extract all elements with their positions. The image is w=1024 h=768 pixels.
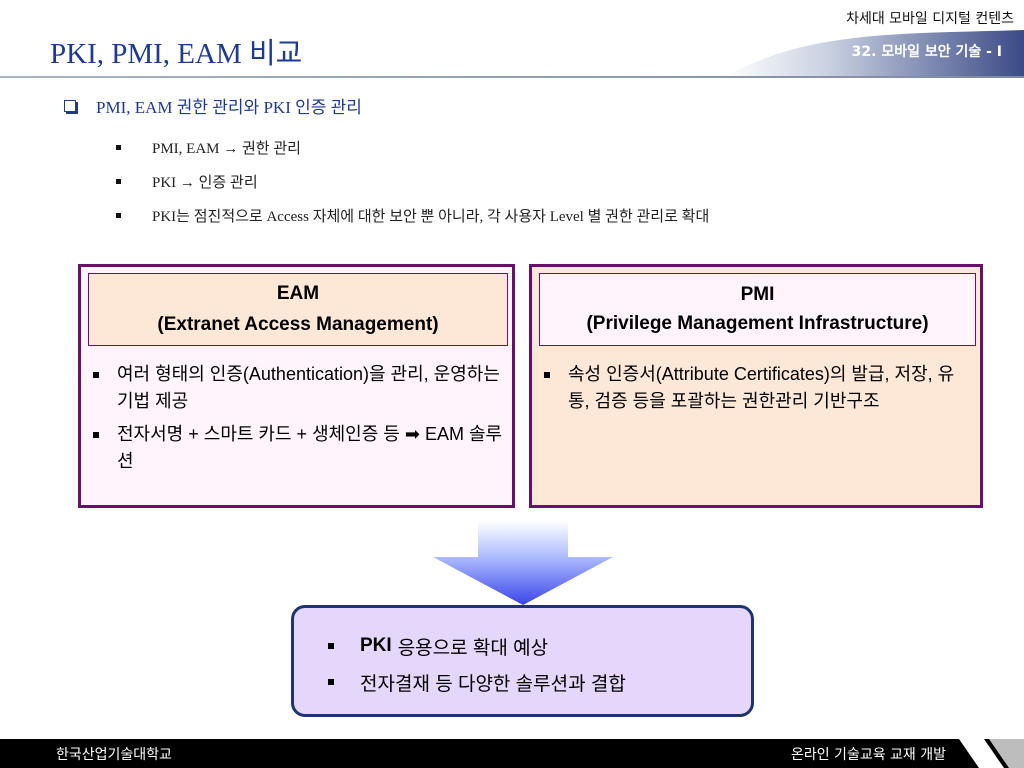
eam-list: 여러 형태의 인증(Authentication)을 관리, 운영하는 기법 제… [89, 361, 504, 481]
list-item: PKI 응용으로 확대 예상 [328, 628, 626, 664]
footer-right-text: 온라인 기술교육 교재 개발 [790, 747, 946, 763]
list-item: 속성 인증서(Attribute Certificates)의 발급, 저장, … [540, 361, 972, 415]
sub-bullet-text: PKI는 점진적으로 Access 자체에 대한 보안 뿐 아니라, 각 사용자… [152, 208, 710, 225]
pmi-box-header: PMI (Privilege Management Infrastructure… [539, 273, 976, 346]
pmi-item-text: 속성 인증서(Attribute Certificates)의 발급, 저장, … [568, 364, 955, 411]
eam-subtitle: (Extranet Access Management) [157, 314, 439, 335]
eam-box-header: EAM (Extranet Access Management) [88, 273, 508, 346]
sub-bullet-text: PMI, EAM → 권한 관리 [152, 140, 301, 157]
list-item: 여러 형태의 인증(Authentication)을 관리, 운영하는 기법 제… [89, 361, 504, 415]
square-bullet-icon [116, 178, 121, 184]
footer-bar: 한국산업기술대학교 온라인 기술교육 교재 개발 [0, 739, 1024, 768]
down-arrow-icon [433, 521, 613, 605]
eam-box: EAM (Extranet Access Management) 여러 형태의 … [78, 264, 515, 508]
result-item-text: 전자결재 등 다양한 솔루션과 결합 [360, 673, 626, 695]
eam-title: EAM [276, 283, 320, 304]
list-item: 전자결재 등 다양한 솔루션과 결합 [328, 664, 626, 700]
pmi-subtitle: (Privilege Management Infrastructure) [586, 313, 929, 334]
square-bullet-icon [328, 679, 334, 685]
square-bullet-icon [328, 643, 334, 649]
footer-stripe-decoration [959, 739, 1024, 768]
square-bullet-icon [116, 212, 121, 218]
list-item: PKI → 인증 관리 [116, 164, 709, 198]
series-title: 차세대 모바일 디지털 컨텐츠 [846, 11, 1014, 27]
square-bullet-icon [93, 372, 99, 378]
header-swoosh-decoration [724, 30, 1024, 78]
eam-item-text: 전자서명 + 스마트 카드 + 생체인증 등 ➡ EAM 솔루션 [117, 424, 503, 471]
page-title: PKI, PMI, EAM 비교 [50, 38, 303, 70]
list-item: 전자서명 + 스마트 카드 + 생체인증 등 ➡ EAM 솔루션 [89, 421, 504, 475]
list-item: PMI, EAM → 권한 관리 [116, 130, 709, 164]
footer-left-text: 한국산업기술대학교 [56, 747, 172, 763]
result-item-bold: PKI [360, 635, 392, 656]
list-item: PKI는 점진적으로 Access 자체에 대한 보안 뿐 아니라, 각 사용자… [116, 198, 709, 232]
result-list: PKI 응용으로 확대 예상 전자결재 등 다양한 솔루션과 결합 [328, 628, 626, 700]
chapter-title: 32. 모바일 보안 기술 - I [851, 44, 1002, 60]
result-item-text: 응용으로 확대 예상 [397, 637, 549, 659]
main-bullet-text: PMI, EAM 권한 관리와 PKI 인증 관리 [96, 98, 362, 117]
main-bullet: PMI, EAM 권한 관리와 PKI 인증 관리 [64, 93, 362, 118]
sub-bullet-list: PMI, EAM → 권한 관리 PKI → 인증 관리 PKI는 점진적으로 … [116, 130, 709, 232]
pmi-title: PMI [740, 284, 775, 305]
eam-item-text: 여러 형태의 인증(Authentication)을 관리, 운영하는 기법 제… [117, 364, 500, 411]
square-bullet-icon [93, 432, 99, 438]
pmi-list: 속성 인증서(Attribute Certificates)의 발급, 저장, … [540, 361, 972, 421]
square-bullet-icon [116, 144, 121, 150]
result-box: PKI 응용으로 확대 예상 전자결재 등 다양한 솔루션과 결합 [291, 605, 754, 717]
checkbox-bullet-icon [64, 99, 76, 112]
sub-bullet-text: PKI → 인증 관리 [152, 174, 258, 191]
pmi-box: PMI (Privilege Management Infrastructure… [529, 264, 983, 508]
square-bullet-icon [544, 372, 550, 378]
header-divider [0, 76, 1024, 78]
